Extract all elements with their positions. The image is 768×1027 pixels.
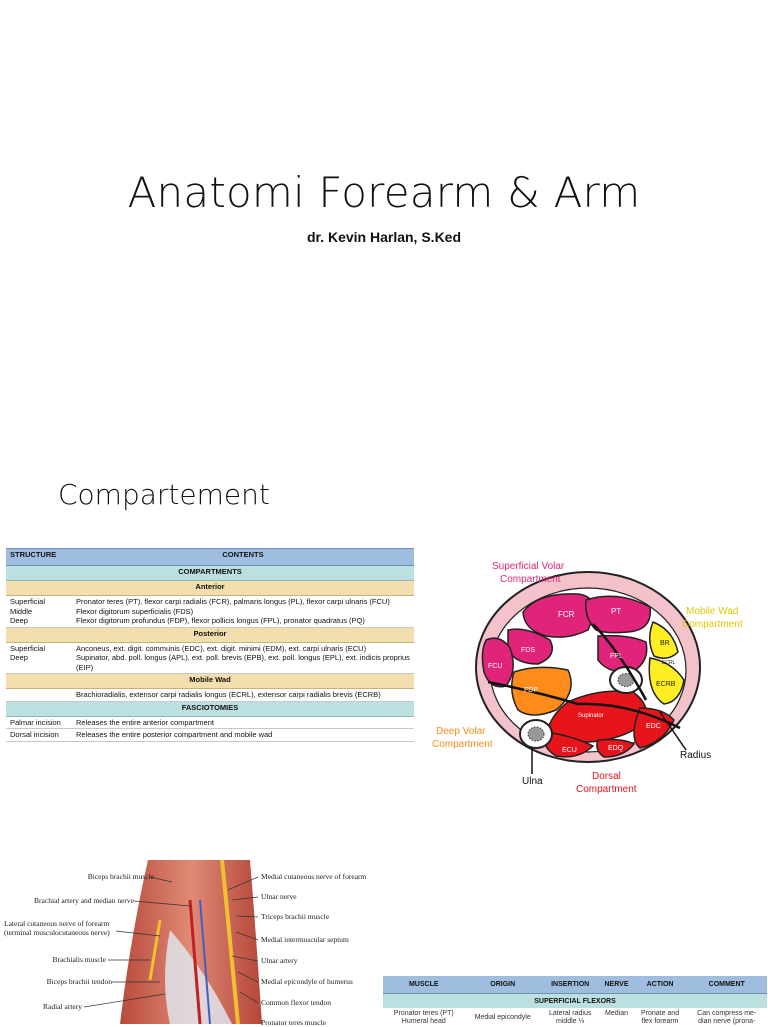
muscle-label-edc: EDC [646,723,661,730]
svg-text:Dorsal Compartment: Dorsal Compartment [576,771,637,795]
compartments-row: COMPARTMENTS [6,565,414,581]
label-superficial-volar-1: Superficial Volar [492,561,565,572]
cell-muscle: Pronator teres (PT) Humeral head [393,1010,454,1025]
posterior-row: Posterior [6,627,414,643]
muscle-label-ecrl: ECRL [662,660,676,666]
col-comment: COMMENT [686,976,767,994]
label-brachialis: Brachialis muscle [52,955,106,964]
dorsal-incision-contents: Releases the entire posterior compartmen… [72,728,414,742]
palmar-incision-contents: Releases the entire anterior compartment [72,716,414,729]
label-mobile-wad-1: Mobile Wad [686,606,738,617]
muscle-label-fpl: FPL [610,653,623,660]
superficial-flexors-row: SUPERFICIAL FLEXORS [383,993,767,1008]
anterior-structure: Superficial Middle Deep [6,595,72,628]
forearm-cross-section-diagram: FCR PT FDS FCU FPL BR ECRL ECRB FDP Supi… [432,561,743,795]
posterior-structure: Superficial Deep [6,642,72,674]
label-triceps-brachii: Triceps brachii muscle [261,912,330,921]
label-medial-intermuscular-septum: Medial intermuscular septum [261,935,349,944]
tendon-area [165,930,232,1024]
muscle-label-fds: FDS [521,647,535,654]
label-superficial-volar-2: Compartment [500,574,561,585]
muscle-table: MUSCLE ORIGIN INSERTION NERVE ACTION COM… [383,976,767,1027]
fasciotomies-row: FASCIOTOMIES [6,701,414,717]
label-dorsal-2: Compartment [576,784,637,795]
col-action: ACTION [633,976,687,994]
svg-text:Deep Volar Compartment: Deep Volar Compartment [432,726,493,750]
brachial-artery [188,899,202,1024]
col-origin: ORIGIN [464,976,541,994]
label-ulna: Ulna [522,776,543,787]
label-radius: Radius [680,750,711,761]
arm-muscle-drawing [83,860,262,1024]
posterior-contents: Anconeus, ext. digit. communis (EDC), ex… [72,642,414,674]
anterior-row: Anterior [6,580,414,596]
interosseous-membrane [487,680,681,730]
label-biceps-brachii: Biceps brachii muscle [87,872,154,881]
col-nerve: NERVE [599,976,634,994]
label-terminal-musculocutaneous: (terminal musculocutaneous nerve) [4,928,110,937]
mobile-wad-contents: Brachioradialis, extensor carpi radialis… [72,688,414,702]
muscle-label-supinator: Supinator [578,713,604,719]
label-common-flexor-tendon: Common flexor tendon [261,998,331,1007]
fcr-muscle [522,593,595,638]
label-dorsal-1: Dorsal [592,771,621,782]
muscle-label-ecu: ECU [562,747,577,754]
label-mobile-wad-2: Compartment [682,619,743,630]
muscle-label-fcu: FCU [488,663,502,670]
label-ulnar-nerve: Ulnar nerve [261,892,297,901]
fds-muscle [507,628,553,665]
pt-muscle [584,595,652,634]
label-biceps-tendon: Biceps brachii tendon [46,977,112,986]
svg-text:Mobile Wad Compartment: Mobile Wad Compartment [682,606,743,630]
muscle-label-ecrb: ECRB [656,681,676,688]
label-brachial-artery-median-nerve: Brachial artery and median nerve [34,896,134,905]
cell-insertion: Lateral radius middle ⅓ [548,1010,592,1025]
col-contents-header: CONTENTS [72,548,414,566]
cell-origin: Medial epicondyle [474,1014,531,1021]
ecrb-muscle [648,657,685,705]
palmar-incision-structure: Palmar incision [6,716,72,729]
cell-nerve: Median [605,1010,628,1017]
ulnar-nerve [220,860,240,1024]
edq-muscle [596,738,636,758]
cell-comment: Can compress me- dian nerve (prona- [697,1010,757,1025]
muscle-label-fcr: FCR [558,610,575,619]
dorsal-incision-structure: Dorsal incision [6,728,72,742]
fdp-muscle [511,666,572,716]
elbow-anatomy-illustration: Biceps brachii muscle Brachial artery an… [0,860,382,1027]
anterior-contents: Pronator teres (PT), flexor carpi radial… [72,595,414,628]
label-radial-artery: Radial artery [43,1002,82,1011]
label-lateral-cutaneous-nerve: Lateral cutaneous nerve of forearm [4,919,110,928]
col-muscle: MUSCLE [383,976,465,994]
mobile-wad-row: Mobile Wad [6,673,414,689]
slide-title: Anatomi Forearm & Arm [127,168,641,217]
section-title: Compartement [58,478,270,511]
label-deep-volar-2: Compartment [432,739,493,750]
muscle-label-pt: PT [611,607,621,616]
br-muscle [649,621,679,659]
compartment-table: STRUCTURE CONTENTS COMPARTMENTS Anterior… [6,548,414,742]
label-deep-volar-1: Deep Volar [436,726,486,737]
label-pronator-teres: Pronator teres muscle [261,1018,326,1027]
cell-action: Pronate and flex forearm [640,1010,680,1025]
label-medial-epicondyle: Medial epicondyle of humerus [261,977,353,986]
label-medial-cutaneous-nerve: Medial cutaneous nerve of forearm [261,872,367,881]
label-ulnar-artery: Ulnar artery [261,956,298,965]
col-structure-header: STRUCTURE [6,548,72,566]
muscle-label-edq: EDQ [608,745,624,752]
slide-author: dr. Kevin Harlan, S.Ked [306,229,462,245]
muscle-label-br: BR [660,640,670,647]
muscle-label-fdp: FDP [524,687,538,694]
svg-text:Superficial Volar Compartm: Superficial Volar Compartment [492,561,567,585]
col-insertion: INSERTION [540,976,600,994]
